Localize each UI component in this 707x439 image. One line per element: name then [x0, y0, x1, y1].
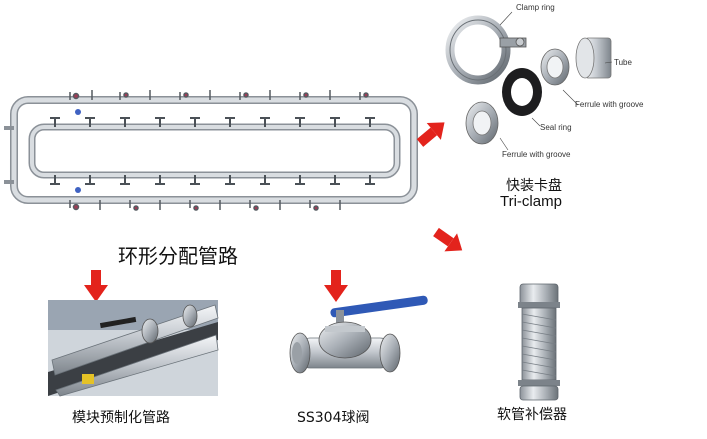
ball-valve-label: SS304球阀 [297, 410, 370, 426]
inner-bottom-valves [50, 175, 375, 185]
ring-distribution-pipeline [4, 90, 418, 211]
bottom-branch-valves [69, 200, 341, 211]
modular-pipe-label: 模块预制化管路 [72, 410, 170, 426]
hose-compensator-photo [518, 283, 560, 401]
red-arrows [84, 122, 463, 302]
modular-pipe-photo [48, 300, 219, 397]
tri-clamp-exploded-view [445, 11, 613, 151]
top-branch-valves [69, 90, 369, 100]
hose-compensator-label: 软管补偿器 [497, 407, 567, 423]
ball-valve-photo [289, 295, 428, 374]
pressure-gauge-icon [75, 109, 81, 115]
arrow-to-tri-clamp [416, 122, 445, 147]
arrow-to-ball-valve [324, 270, 348, 302]
arrow-to-hose-compensator [433, 227, 463, 252]
label-tube: Tube [614, 58, 632, 67]
tri-clamp-label-cn: 快装卡盘 [506, 178, 562, 194]
label-seal-ring: Seal ring [540, 123, 572, 132]
pressure-gauge-icon [75, 187, 81, 193]
label-clamp-ring: Clamp ring [516, 3, 555, 12]
tri-clamp-label-en: Tri-clamp [500, 193, 562, 210]
ring-pipeline-title: 环形分配管路 [118, 244, 238, 268]
label-ferrule-groove-left: Ferrule with groove [502, 150, 571, 159]
label-ferrule-groove-right: Ferrule with groove [575, 100, 644, 109]
inner-top-valves [50, 117, 375, 127]
arrow-to-modular-pipe [84, 270, 108, 302]
